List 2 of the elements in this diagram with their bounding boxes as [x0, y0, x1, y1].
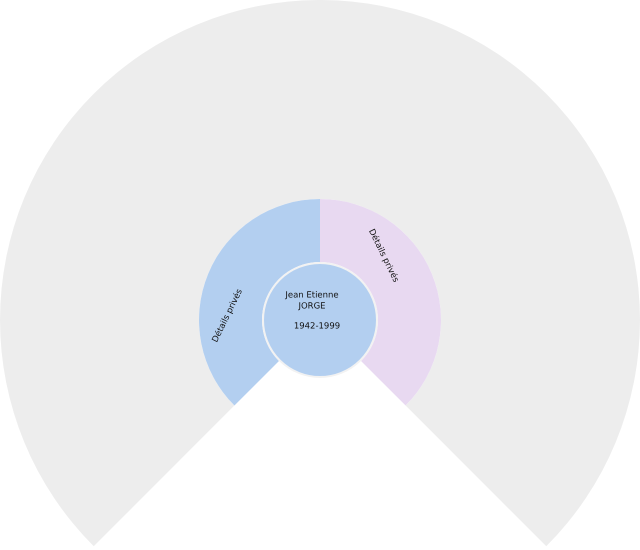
date-text: 1942-1999 — [294, 322, 340, 332]
name-text: Jean Etienne JORGE — [284, 290, 340, 312]
